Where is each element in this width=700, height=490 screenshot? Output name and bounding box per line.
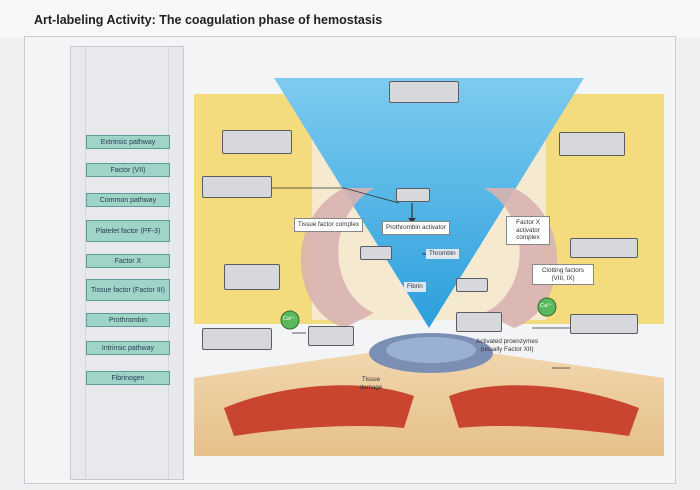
label-tile-intrinsic-pathway[interactable]: Intrinsic pathway — [86, 341, 170, 355]
calcium-right-label: Ca²⁺ — [540, 303, 552, 309]
coagulation-figure: Tissue factor complex Prothrombin activa… — [194, 78, 664, 456]
label-tile-common-pathway[interactable]: Common pathway — [86, 193, 170, 207]
drop-zone-center-3[interactable] — [456, 278, 488, 292]
drop-zone-left-2[interactable] — [202, 176, 272, 198]
label-tile-factor-vii[interactable]: Factor (VII) — [86, 163, 170, 177]
muscle-left — [224, 385, 414, 436]
title-bar: Art-labeling Activity: The coagulation p… — [0, 0, 700, 38]
activated-proenzymes-label: Activated proenzymes (usually Factor XII… — [476, 338, 538, 353]
drop-zone-left-4[interactable] — [202, 328, 272, 350]
factor-x-activator-label: Factor X activator complex — [506, 216, 550, 245]
label-tile-factor-x[interactable]: Factor X — [86, 254, 170, 268]
prothrombin-activator-label: Prothrombin activator — [382, 221, 450, 235]
drop-zone-center-1[interactable] — [396, 188, 430, 202]
label-tile-prothrombin[interactable]: Prothrombin — [86, 313, 170, 327]
page-title: Art-labeling Activity: The coagulation p… — [34, 13, 383, 27]
thrombin-label: Thrombin — [426, 249, 459, 259]
drop-zone-left-3[interactable] — [224, 264, 280, 290]
drop-zone-right-3[interactable] — [570, 314, 638, 334]
drop-zone-left-1[interactable] — [222, 130, 292, 154]
blue-funnel — [274, 78, 584, 328]
vessel-wall — [194, 343, 664, 456]
drop-zone-top[interactable] — [389, 81, 459, 103]
label-tile-platelet-factor[interactable]: Platelet factor (PF-3) — [86, 220, 170, 242]
calcium-left — [280, 310, 300, 330]
tissue-factor-complex-label: Tissue factor complex — [294, 218, 364, 232]
fibrin-label: Fibrin — [404, 282, 426, 292]
calcium-right — [537, 297, 557, 317]
drop-zone-right-1[interactable] — [559, 132, 625, 156]
drop-zone-center-5[interactable] — [456, 312, 502, 332]
calcium-left-label: Ca²⁺ — [283, 316, 295, 322]
label-tile-tissue-factor[interactable]: Tissue factor (Factor III) — [86, 279, 170, 301]
clotting-factors-label: Clotting factors (VIII, IX) — [532, 264, 594, 285]
tissue-damage-label: Tissue damage — [359, 376, 383, 391]
drop-zone-center-2[interactable] — [360, 246, 392, 260]
drop-zone-right-2[interactable] — [570, 238, 638, 258]
label-tile-fibrinogen[interactable]: Fibrinogen — [86, 371, 170, 385]
muscle-right — [449, 385, 639, 436]
drop-zone-center-4[interactable] — [308, 326, 354, 346]
label-tile-extrinsic-pathway[interactable]: Extrinsic pathway — [86, 135, 170, 149]
